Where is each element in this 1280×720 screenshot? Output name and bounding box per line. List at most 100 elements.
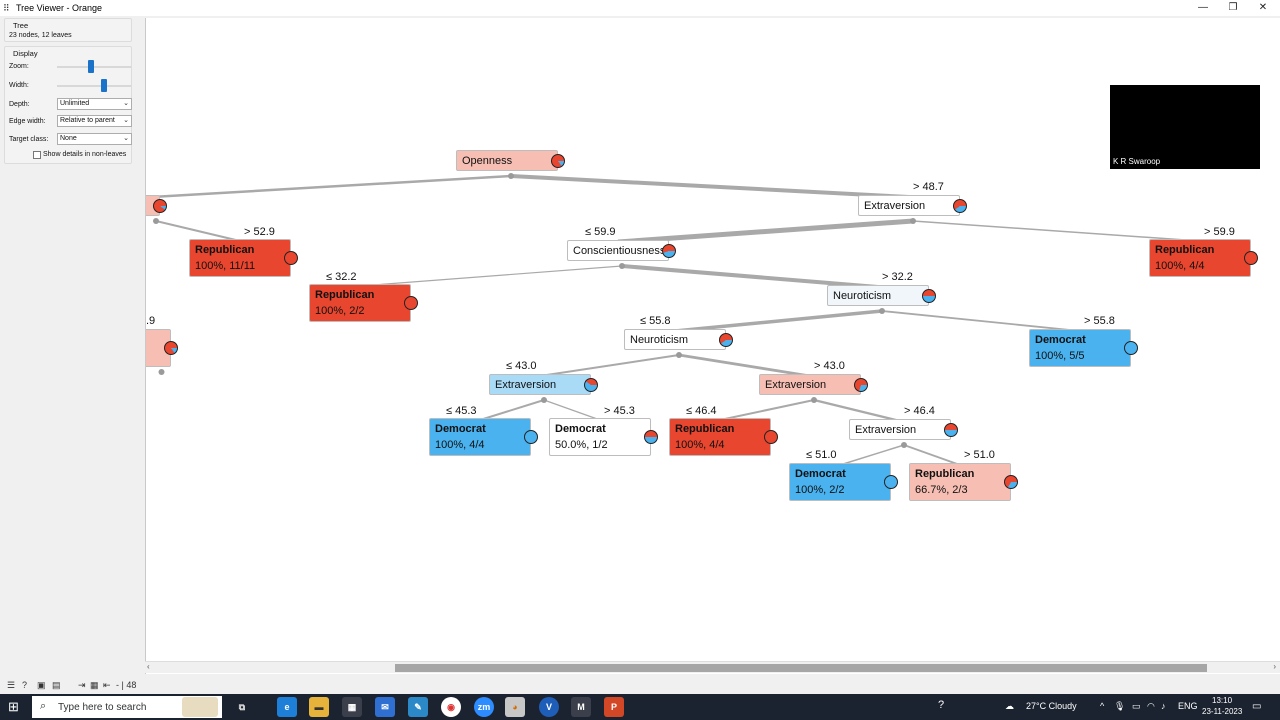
tree-edge (678, 353, 811, 378)
edge-browser-icon[interactable]: e (277, 697, 297, 717)
split-attribute: Extraversion (855, 424, 917, 436)
restore-button[interactable]: ❐ (1228, 2, 1238, 13)
webcam-overlay: K R Swaroop (1110, 85, 1260, 169)
zoom-icon[interactable]: zm (474, 697, 494, 717)
depth-select[interactable]: Unlimited⌄ (57, 98, 132, 110)
target-class-value: None (60, 135, 77, 142)
split-point (541, 397, 547, 403)
windows-taskbar: ⊞ ⌕ Type here to search ⧉ e ▬ ▦ ✉ ✎ ◉ zm… (0, 694, 1280, 720)
split-point (158, 369, 165, 375)
tray-app-icon[interactable]: ▭ (1132, 701, 1141, 711)
window-title: Tree Viewer - Orange (16, 3, 103, 13)
edge-width-select[interactable]: Relative to parent⌄ (57, 115, 132, 127)
vidyard-icon[interactable]: V (539, 697, 559, 717)
tree-node-consc[interactable]: Conscientiousness (567, 240, 669, 261)
tree-edge (881, 310, 1081, 332)
horizontal-scrollbar[interactable]: ‹ › (145, 661, 1280, 673)
leaf-distribution: 66.7%, 2/3 (915, 484, 968, 496)
edge-label: > 32.2 (882, 271, 913, 283)
tree-node-extra-3[interactable]: Extraversion (759, 374, 861, 395)
edge-width-label: Edge width: (9, 118, 46, 125)
width-slider-handle[interactable] (101, 79, 108, 92)
weather-icon: ☁ (1005, 701, 1014, 711)
leaf-class: Democrat (435, 423, 486, 435)
tree-node-extra-2[interactable]: Extraversion (489, 374, 591, 395)
report-icon[interactable]: ▤ (52, 680, 61, 690)
clock-date[interactable]: 23-11-2023 (1202, 707, 1243, 716)
tree-edge (510, 174, 910, 199)
show-details-checkbox[interactable] (33, 151, 41, 159)
close-button[interactable]: ✕ (1258, 2, 1268, 13)
help-tray-icon[interactable]: ? (938, 699, 945, 711)
chevron-down-icon: ⌄ (123, 135, 129, 142)
chrome-icon[interactable]: ◉ (441, 697, 461, 717)
split-point (153, 218, 159, 224)
tray-expand-icon[interactable]: ^ (1100, 701, 1105, 711)
split-point (811, 397, 817, 403)
task-view-icon[interactable]: ⧉ (238, 702, 246, 712)
microphone-icon[interactable]: 🎙 (1114, 701, 1126, 711)
class-distribution-pie-icon (524, 430, 538, 444)
orange-taskbar-icon[interactable]: ◕ (505, 697, 525, 717)
edge-label: ≤ 55.8 (640, 315, 671, 327)
search-highlight-icon (182, 697, 218, 717)
file-explorer-icon[interactable]: ▬ (309, 697, 329, 717)
width-slider[interactable] (57, 79, 131, 92)
target-class-select[interactable]: None ⌄ (57, 133, 132, 145)
split-attribute: Extraversion (765, 379, 827, 391)
tree-node-extra-4[interactable]: Extraversion (849, 419, 951, 440)
title-bar[interactable]: ⠿ Tree Viewer - Orange — ❐ ✕ (0, 0, 1280, 16)
save-image-icon[interactable]: ▣ (37, 680, 46, 690)
tree-node-neuro-1[interactable]: Neuroticism (827, 285, 929, 306)
output-count-value: 48 (126, 680, 137, 690)
powerpoint-icon[interactable]: P (604, 697, 624, 717)
taskbar-search[interactable]: ⌕ Type here to search (32, 696, 222, 718)
zoom-slider-handle[interactable] (87, 60, 94, 73)
split-point (910, 218, 916, 224)
zoom-slider[interactable] (57, 60, 131, 73)
edge-label: > 45.3 (604, 405, 635, 417)
volume-icon[interactable]: ♪ (1161, 701, 1166, 711)
tree-node-extra-1[interactable]: Extraversion (858, 195, 960, 216)
edge-label: ≤ 59.9 (585, 226, 616, 238)
scrollbar-thumb[interactable] (395, 664, 1207, 672)
language-indicator[interactable]: ENG (1178, 701, 1198, 711)
pen-app-icon[interactable]: ✎ (408, 697, 428, 717)
class-distribution-pie-icon (884, 475, 898, 489)
tree-edge (903, 444, 961, 466)
split-attribute: Neuroticism (833, 290, 892, 302)
tree-node-neuro-2[interactable]: Neuroticism (624, 329, 726, 350)
edge-width-value: Relative to parent (60, 117, 115, 124)
notifications-icon[interactable]: ▭ (1252, 701, 1262, 712)
tree-edges (151, 173, 1201, 466)
leaf-class: Democrat (795, 468, 846, 480)
mathtype-icon[interactable]: M (571, 697, 591, 717)
mail-icon[interactable]: ✉ (375, 697, 395, 717)
menu-icon[interactable]: ☰ (7, 680, 16, 690)
tree-edge (543, 399, 601, 421)
help-icon[interactable]: ? (22, 680, 28, 690)
display-box-header: Display (13, 49, 38, 58)
edge-label: ≤ 51.0 (806, 449, 837, 461)
minimize-button[interactable]: — (1198, 2, 1208, 13)
scroll-right-icon[interactable]: › (1273, 662, 1276, 671)
store-icon[interactable]: ▦ (342, 697, 362, 717)
output-icon[interactable]: ⇤ (103, 680, 111, 690)
windows-start-icon[interactable]: ⊞ (8, 699, 19, 714)
tree-node-openness[interactable]: Openness (456, 150, 558, 171)
wifi-icon[interactable]: ◠ (1147, 701, 1155, 711)
scroll-left-icon[interactable]: ‹ (147, 662, 150, 671)
weather-text[interactable]: 27°C Cloudy (1026, 701, 1077, 711)
input-icon[interactable]: ⇥ (78, 680, 86, 690)
clock-time[interactable]: 13:10 (1212, 696, 1233, 705)
